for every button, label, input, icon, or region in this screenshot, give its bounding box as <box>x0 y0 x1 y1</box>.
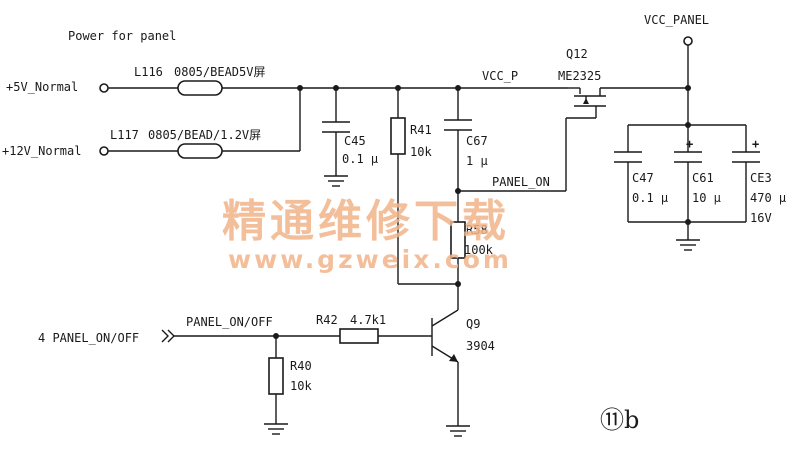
resistor-r41 <box>390 117 406 155</box>
c61-polarity-plus: + <box>686 137 693 151</box>
watermark-url: www.gzweix.com <box>228 245 512 274</box>
terminal-5v <box>99 83 109 93</box>
net-label-connector-in: 4 PANEL_ON/OFF <box>38 331 139 345</box>
ce3-polarity-plus: + <box>752 137 759 151</box>
figure-id: ⑪b <box>600 406 639 434</box>
r58-value: 100k <box>464 243 494 257</box>
net-label-panel-on-off: PANEL_ON/OFF <box>186 315 273 329</box>
l116-value: 0805/BEAD5V屏 <box>174 65 265 79</box>
ce3-voltage: 16V <box>750 211 772 225</box>
mosfet-q12-arrow <box>583 98 589 104</box>
watermark-text: 精通维修下载 <box>222 196 510 247</box>
q9-ref: Q9 <box>466 317 480 331</box>
net-label-5v-normal: +5V_Normal <box>6 80 78 94</box>
c67-value: 1 µ <box>466 154 488 168</box>
net-label-12v-normal: +12V_Normal <box>2 144 81 158</box>
c47-value: 0.1 µ <box>632 191 668 205</box>
transistor-q9-arrow <box>449 354 458 362</box>
net-label-vcc-p: VCC_P <box>482 69 518 83</box>
r40-ref: R40 <box>290 359 312 373</box>
l116-ref: L116 <box>134 65 163 79</box>
r40-value: 10k <box>290 379 312 393</box>
ce3-value: 470 µ <box>750 191 786 205</box>
c61-ref: C61 <box>692 171 714 185</box>
net-label-vcc-panel: VCC_PANEL <box>644 13 709 27</box>
junction-dot <box>455 281 461 287</box>
r41-ref: R41 <box>410 123 432 137</box>
diagram-title: Power for panel <box>68 29 176 43</box>
c45-value: 0.1 µ <box>342 152 378 166</box>
inductor-l117 <box>177 143 223 159</box>
c45-ref: C45 <box>344 134 366 148</box>
q9-value: 3904 <box>466 339 495 353</box>
terminal-vcc-panel <box>683 36 693 46</box>
r42-ref: R42 <box>316 313 338 327</box>
ce3-ref: CE3 <box>750 171 772 185</box>
junction-dot <box>685 85 691 91</box>
r58-ref: R58 <box>466 223 488 237</box>
c47-ref: C47 <box>632 171 654 185</box>
c61-value: 10 µ <box>692 191 721 205</box>
l117-value: 0805/BEAD/1.2V屏 <box>148 128 261 142</box>
resistor-r42 <box>339 328 379 344</box>
inductor-l116 <box>177 80 223 96</box>
r41-value: 10k <box>410 145 432 159</box>
c67-ref: C67 <box>466 134 488 148</box>
r42-value: 4.7k1 <box>350 313 386 327</box>
transistor-q9-collector <box>431 309 459 327</box>
terminal-12v <box>99 146 109 156</box>
resistor-r40 <box>268 357 284 395</box>
junction-dot <box>685 219 691 225</box>
l117-ref: L117 <box>110 128 139 142</box>
connector-arrow <box>161 329 169 343</box>
q12-value: ME2325 <box>558 69 601 83</box>
net-label-panel-on: PANEL_ON <box>492 175 550 189</box>
q12-ref: Q12 <box>566 47 588 61</box>
